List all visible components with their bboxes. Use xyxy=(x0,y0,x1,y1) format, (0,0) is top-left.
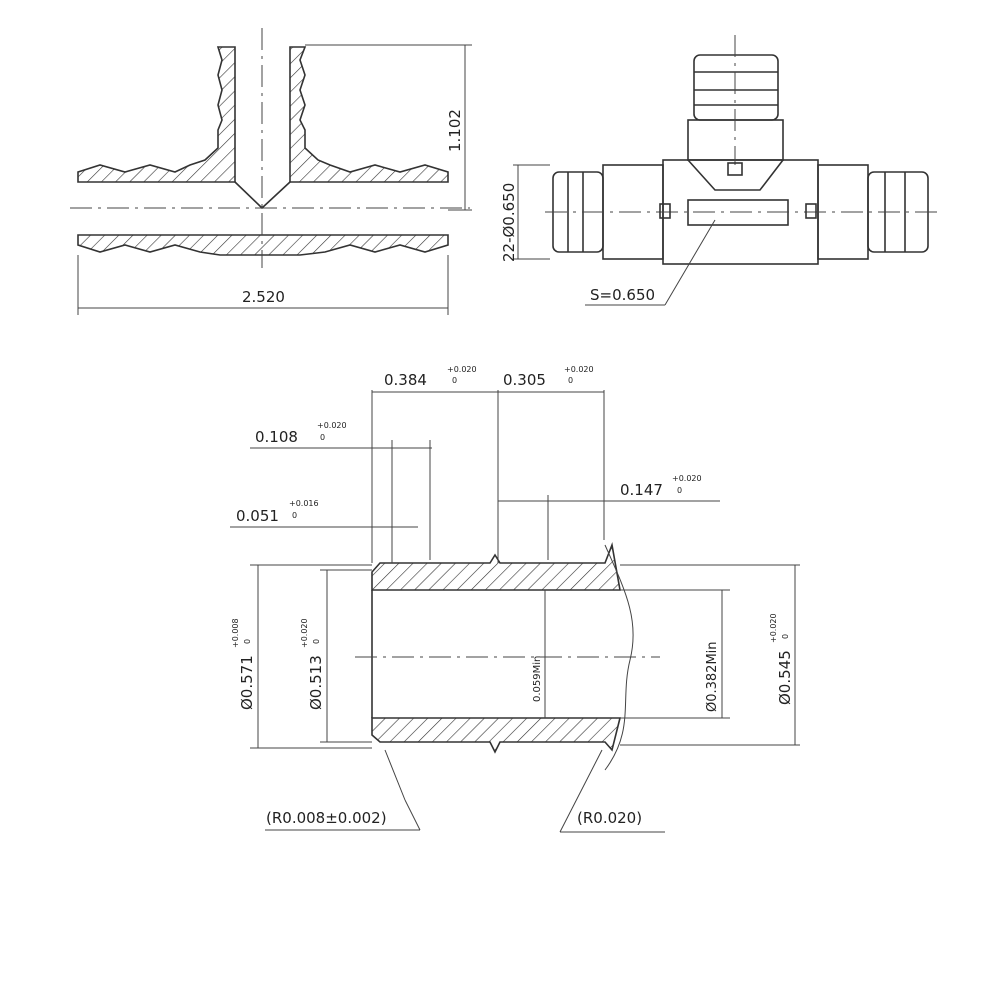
svg-text:+0.020: +0.020 xyxy=(317,421,347,430)
svg-text:+0.020: +0.020 xyxy=(564,365,594,374)
svg-text:+0.020: +0.020 xyxy=(300,618,309,648)
svg-text:+0.020: +0.020 xyxy=(447,365,477,374)
dim-inner-diameter: Ø0.513 +0.020 0 xyxy=(300,618,325,710)
svg-text:+0.020: +0.020 xyxy=(672,474,702,483)
tee-section-view: 1.102 2.520 xyxy=(70,28,472,315)
svg-text:0.051: 0.051 xyxy=(236,507,279,525)
radius-right-callout: (R0.020) xyxy=(577,809,642,827)
svg-text:0.147: 0.147 xyxy=(620,481,663,499)
svg-text:0: 0 xyxy=(452,376,457,385)
svg-text:Ø0.545: Ø0.545 xyxy=(776,650,794,705)
dim-0-147: 0.147 +0.020 0 xyxy=(620,474,702,499)
radius-left-callout: (R0.008±0.002) xyxy=(266,809,387,827)
dim-outer-diameter: Ø0.571 +0.008 0 xyxy=(231,618,256,710)
dim-0-108: 0.108 +0.020 0 xyxy=(255,421,347,446)
svg-text:0: 0 xyxy=(568,376,573,385)
height-dimension: 1.102 xyxy=(446,109,464,152)
dim-right-diameter: Ø0.545 +0.020 0 xyxy=(769,613,794,705)
wall-thickness-dimension: 0.059Min xyxy=(532,656,543,702)
insert-detail-view: 0.384 +0.020 0 0.305 +0.020 0 0.108 +0.0… xyxy=(230,365,800,833)
svg-text:Ø0.513: Ø0.513 xyxy=(307,655,325,710)
dim-0-305: 0.305 +0.020 0 xyxy=(503,365,594,389)
end-diameter-dimension: 22-Ø0.650 xyxy=(500,183,518,262)
section-callout: S=0.650 xyxy=(590,286,655,304)
tee-exterior-view: 22-Ø0.650 S=0.650 xyxy=(500,35,940,306)
bore-dimension: Ø0.382Min xyxy=(705,641,720,712)
length-dimension: 2.520 xyxy=(242,288,285,306)
dim-0-384: 0.384 +0.020 0 xyxy=(384,365,477,389)
svg-text:0.305: 0.305 xyxy=(503,371,546,389)
svg-text:0: 0 xyxy=(243,639,252,644)
svg-text:0: 0 xyxy=(320,433,325,442)
svg-text:0: 0 xyxy=(312,639,321,644)
svg-text:0: 0 xyxy=(677,486,682,495)
dim-0-051: 0.051 +0.016 0 xyxy=(236,499,319,525)
svg-text:+0.008: +0.008 xyxy=(231,618,240,648)
svg-text:Ø0.571: Ø0.571 xyxy=(238,655,256,710)
svg-text:+0.016: +0.016 xyxy=(289,499,319,508)
svg-text:0.108: 0.108 xyxy=(255,428,298,446)
svg-text:0.384: 0.384 xyxy=(384,371,427,389)
svg-text:0: 0 xyxy=(292,511,297,520)
svg-text:+0.020: +0.020 xyxy=(769,613,778,643)
svg-text:0: 0 xyxy=(781,634,790,639)
